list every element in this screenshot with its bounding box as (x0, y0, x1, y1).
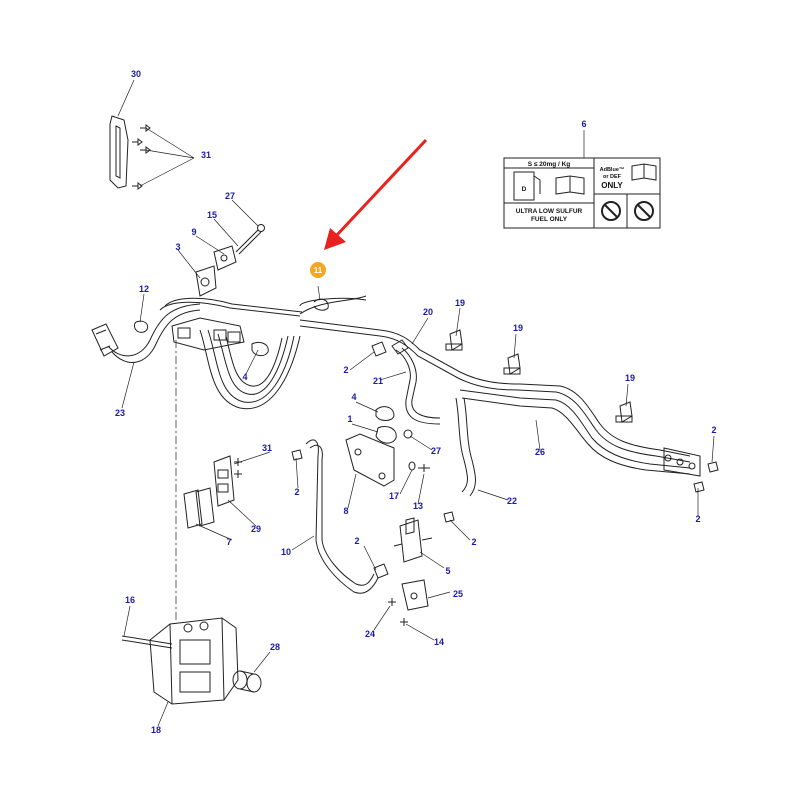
callout-12: 12 (139, 284, 149, 294)
part-2-clamp-center (371, 341, 387, 357)
callout-1: 1 (347, 414, 352, 424)
hose-bundle-main (107, 295, 691, 475)
callout-11: 11 (314, 266, 323, 275)
decal-adblue-2: or DEF (603, 174, 622, 180)
part-6-decal: S ≤ 20mg / Kg D AdBlue™ or DEF ONLY ULTR… (503, 157, 661, 229)
decal-pump-letter: D (522, 186, 527, 193)
part-17-washer (408, 461, 416, 471)
leader-lines (117, 79, 715, 727)
part-19-clip-c (615, 401, 633, 423)
part-1-clamp (375, 425, 397, 444)
callout-26: 26 (535, 447, 545, 457)
part-3-clamp-block (195, 265, 217, 297)
callout-23: 23 (115, 408, 125, 418)
manual-book-icon (555, 175, 585, 195)
part-4-clamp-left (251, 341, 269, 357)
callout-18: 18 (151, 725, 161, 735)
part-23-connector (91, 323, 119, 357)
callout-2-c: 2 (695, 514, 700, 524)
part-10-hose (305, 439, 389, 594)
callout-31-lower: 31 (262, 443, 272, 453)
part-4-clamp-center (375, 406, 395, 421)
part-25-bracket (401, 579, 429, 611)
callout-4-left: 4 (242, 372, 247, 382)
prohibit-icon (601, 201, 621, 221)
part-13-bolt (418, 464, 430, 472)
callout-2-e: 2 (354, 536, 359, 546)
part-16-bolt (121, 635, 173, 649)
part-9-clamp-top (213, 245, 237, 271)
callout-19-c: 19 (625, 373, 635, 383)
callout-10: 10 (281, 547, 291, 557)
callout-14: 14 (434, 637, 444, 647)
callout-22: 22 (507, 496, 517, 506)
part-19-clip-b (503, 353, 521, 375)
callout-5: 5 (445, 566, 450, 576)
highlight-badge-11 (310, 262, 326, 278)
callout-8: 8 (343, 506, 348, 516)
part-5-valve (393, 517, 433, 563)
callout-7: 7 (226, 537, 231, 547)
callout-19-a: 19 (455, 298, 465, 308)
decal-adblue-1: AdBlue™ (600, 167, 625, 173)
part-31-bolts-upper (132, 124, 151, 190)
part-7-bracket (183, 487, 215, 529)
callout-2-a: 2 (343, 365, 348, 375)
callout-3: 3 (175, 242, 180, 252)
part-15-bolt (235, 229, 262, 255)
part-27-nut-center (403, 429, 413, 439)
part-27-nut-top (257, 224, 265, 232)
callout-25: 25 (453, 589, 463, 599)
part-14-bolt (400, 618, 408, 626)
callout-16: 16 (125, 595, 135, 605)
prohibit-water-icon (634, 201, 654, 221)
fuel-pump-icon (513, 171, 535, 201)
part-2-clamp-10 (291, 449, 303, 461)
part-29-bracket (213, 455, 235, 507)
part-18-pump-unit (149, 617, 239, 705)
decal-fuel-1: ULTRA LOW SULFUR (516, 208, 583, 215)
part-31-bolts-lower (234, 458, 242, 478)
callout-24: 24 (365, 629, 375, 639)
callout-19-b: 19 (513, 323, 523, 333)
right-fittings (663, 447, 719, 493)
part-28-bushing (232, 670, 262, 693)
red-arrow (324, 138, 428, 250)
callout-29: 29 (251, 524, 261, 534)
decal-adblue-only: ONLY (601, 181, 623, 190)
callout-2-d: 2 (294, 487, 299, 497)
part-2-clamp-5 (443, 511, 455, 523)
part-19-clip-a (445, 329, 463, 351)
manual-book-icon-right (631, 163, 657, 181)
callout-21: 21 (373, 376, 383, 386)
callout-6: 6 (581, 119, 586, 129)
callout-4-center: 4 (351, 392, 356, 402)
callout-13: 13 (413, 501, 423, 511)
callout-9: 9 (191, 227, 196, 237)
central-connector-block (171, 317, 245, 351)
callout-27: 27 (225, 191, 235, 201)
decal-fuel-2: FUEL ONLY (531, 216, 568, 223)
callout-2-b: 2 (711, 425, 716, 435)
part-12-clip (133, 320, 149, 333)
callout-28: 28 (270, 642, 280, 652)
callout-15: 15 (207, 210, 217, 220)
decal-sulfur-spec: S ≤ 20mg / Kg (528, 161, 571, 168)
part-8-bracket (345, 433, 395, 487)
callout-30: 30 (131, 69, 141, 79)
callout-20: 20 (423, 307, 433, 317)
part-22-hose (455, 397, 476, 497)
callout-2-f: 2 (471, 537, 476, 547)
callout-27-center: 27 (431, 446, 441, 456)
part-21-hose (391, 339, 441, 425)
callouts: 30 31 27 15 9 3 12 23 4 11 6 20 19 19 19… (115, 69, 717, 735)
callout-31: 31 (201, 150, 211, 160)
callout-17: 17 (389, 491, 399, 501)
part-30-bracket-plate (109, 115, 129, 189)
part-24-bolt (388, 598, 396, 606)
